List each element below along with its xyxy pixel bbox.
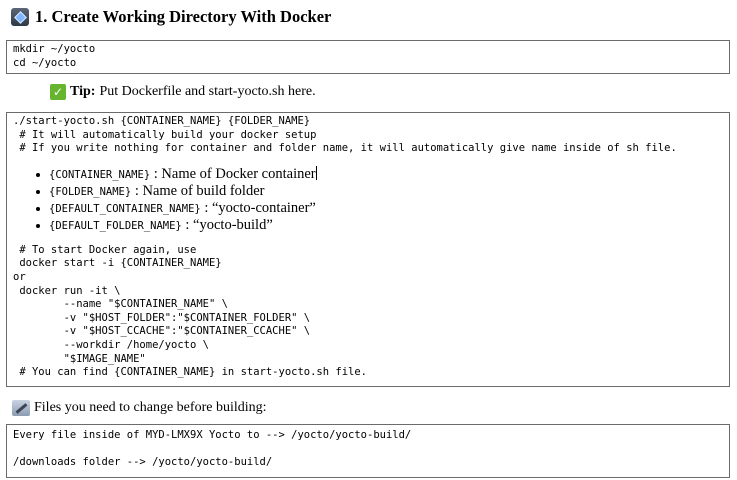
list-item: {DEFAULT_CONTAINER_NAME} : “yocto-contai… xyxy=(13,200,723,217)
param-key: {CONTAINER_NAME} xyxy=(49,168,151,181)
code-line: Every file inside of MYD-LMX9X Yocto to … xyxy=(13,429,412,441)
list-item: {FOLDER_NAME} : Name of build folder xyxy=(13,183,723,200)
code-line: # To start Docker again, use xyxy=(13,243,197,256)
parameter-list: {CONTAINER_NAME} : Name of Docker contai… xyxy=(13,165,723,234)
code-line: ./start-yocto.sh {CONTAINER_NAME} {FOLDE… xyxy=(13,115,311,127)
param-desc: : “yocto-build” xyxy=(181,216,273,233)
code-line: "$IMAGE_NAME" xyxy=(13,352,146,365)
code-block-mkdir: mkdir ~/yocto cd ~/yocto xyxy=(6,40,730,74)
code-line: cd ~/yocto xyxy=(13,56,77,69)
code-line: -v "$HOST_FOLDER":"$CONTAINER_FOLDER" \ xyxy=(13,311,311,324)
code-line: --workdir /home/yocto \ xyxy=(13,338,209,351)
param-desc: : Name of build folder xyxy=(131,182,265,199)
param-desc: : “yocto-container” xyxy=(200,199,316,216)
code-block-files: Every file inside of MYD-LMX9X Yocto to … xyxy=(6,424,730,478)
code-line: mkdir ~/yocto xyxy=(13,43,96,55)
files-to-change-text: Files you need to change before building… xyxy=(34,400,267,415)
code-line: docker start -i {CONTAINER_NAME} xyxy=(13,257,222,270)
list-item: {DEFAULT_FOLDER_NAME} : “yocto-build” xyxy=(13,217,723,234)
code-line: # If you write nothing for container and… xyxy=(13,142,677,155)
code-line: or xyxy=(13,270,26,283)
section-heading: 1. Create Working Directory With Docker xyxy=(11,6,331,28)
code-line xyxy=(13,443,723,457)
diamond-icon xyxy=(11,8,29,26)
code-block-start-yocto: ./start-yocto.sh {CONTAINER_NAME} {FOLDE… xyxy=(6,112,730,387)
tip-callout: ✓ Tip: Put Dockerfile and start-yocto.sh… xyxy=(50,83,316,101)
param-desc: : Name of Docker container xyxy=(150,165,316,182)
section-title: 1. Create Working Directory With Docker xyxy=(35,7,332,26)
code-line: # It will automatically build your docke… xyxy=(13,128,317,141)
files-to-change-label: Files you need to change before building… xyxy=(12,399,267,417)
wrench-icon xyxy=(12,400,30,416)
tip-label: Tip: xyxy=(70,84,96,99)
code-line: --name "$CONTAINER_NAME" \ xyxy=(13,298,228,311)
param-key: {FOLDER_NAME} xyxy=(49,185,132,198)
code-line: docker run -it \ xyxy=(13,284,121,297)
param-key: {DEFAULT_FOLDER_NAME} xyxy=(49,219,182,232)
code-line: -v "$HOST_CCACHE":"$CONTAINER_CCACHE" \ xyxy=(13,325,311,338)
tip-text: Put Dockerfile and start-yocto.sh here. xyxy=(99,84,316,99)
code-line: /downloads folder --> /yocto/yocto-build… xyxy=(13,456,273,469)
code-line: # You can find {CONTAINER_NAME} in start… xyxy=(13,366,368,379)
check-icon: ✓ xyxy=(50,84,66,100)
text-cursor xyxy=(315,165,317,180)
list-item: {CONTAINER_NAME} : Name of Docker contai… xyxy=(13,165,723,183)
param-key: {DEFAULT_CONTAINER_NAME} xyxy=(49,202,201,215)
